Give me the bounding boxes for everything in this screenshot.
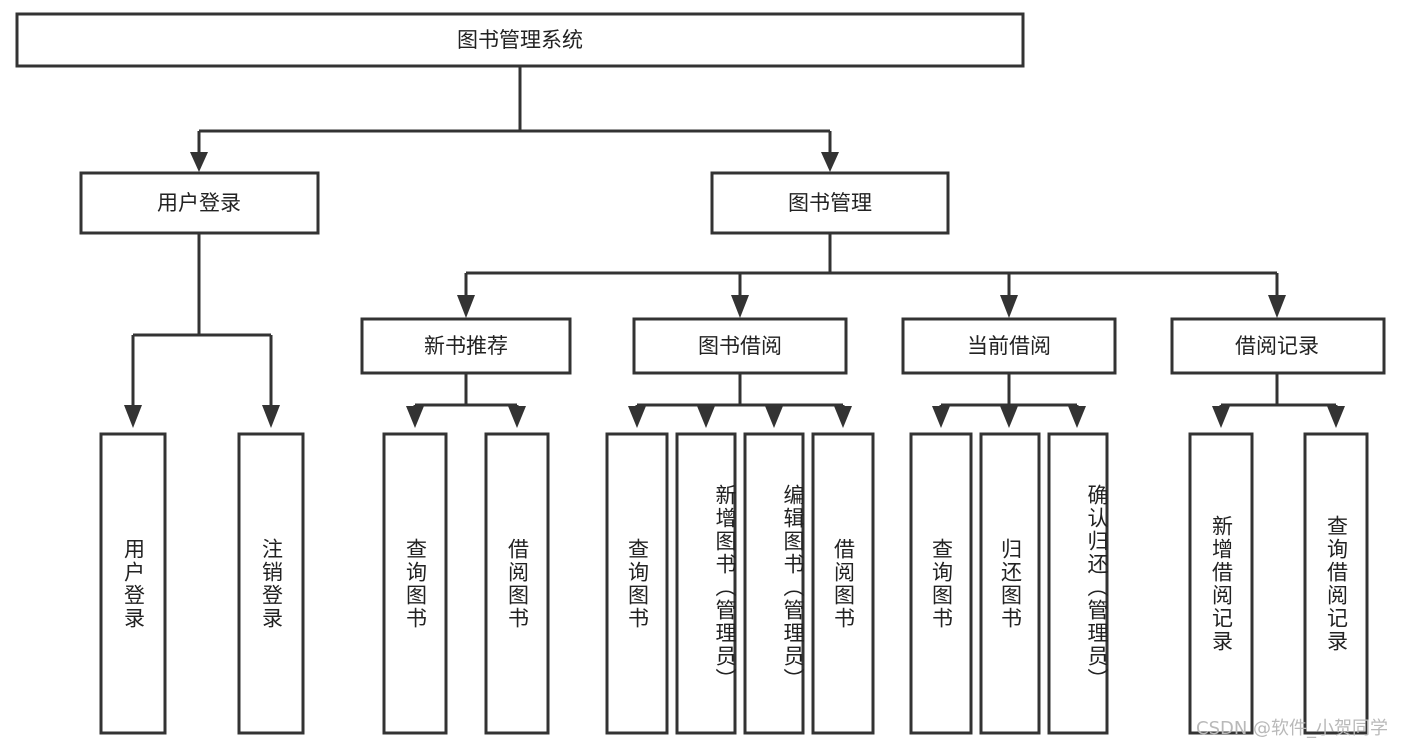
arrow-head-leaf-edit-book <box>765 406 783 428</box>
book-borrow-box-rect[interactable] <box>632 317 848 375</box>
leaf-box-return-book[interactable] <box>979 432 1041 735</box>
node-new-book-recommend[interactable]: 新书推荐 <box>360 317 572 375</box>
leaf-box-add-book[interactable] <box>675 432 737 735</box>
new-book-recommend-box-rect[interactable] <box>360 317 572 375</box>
arrow-head-current-borrow <box>1000 295 1018 318</box>
borrow-record-box-rect[interactable] <box>1170 317 1386 375</box>
book-manage-box-rect[interactable] <box>710 171 950 235</box>
arrow-head-book-manage <box>821 152 839 172</box>
root-box-rect[interactable] <box>15 12 1025 68</box>
leaf-box-query-book-2[interactable] <box>605 432 669 735</box>
user-login-box-label: 用户登录 <box>157 191 241 215</box>
arrow-head-leaf-borrow-book-1 <box>508 406 526 428</box>
node-book-manage[interactable]: 图书管理 <box>710 171 950 235</box>
arrow-head-new-book-recommend <box>457 295 475 318</box>
arrow-head-borrow-record <box>1268 295 1286 318</box>
leaf-box-logout-login[interactable] <box>237 432 305 735</box>
leaf-box-add-record[interactable] <box>1188 432 1254 735</box>
arrow-head-leaf-return-book <box>1000 406 1018 428</box>
leaf-box-query-record[interactable] <box>1303 432 1369 735</box>
leaf-box-query-book-3[interactable] <box>909 432 973 735</box>
arrow-head-leaf-query-book-2 <box>628 406 646 428</box>
arrow-head-leaf-logout-login <box>262 405 280 428</box>
book-manage-box-label: 图书管理 <box>788 191 872 215</box>
csdn-watermark: CSDN @软件_小贺同学 <box>1196 718 1389 739</box>
node-current-borrow[interactable]: 当前借阅 <box>901 317 1117 375</box>
root-box-label: 图书管理系统 <box>457 28 583 52</box>
leaf-box-borrow-book-2[interactable] <box>811 432 875 735</box>
leaf-box-confirm-return[interactable] <box>1047 432 1109 735</box>
leaf-box-query-book-1[interactable] <box>382 432 448 735</box>
arrow-head-leaf-query-record <box>1327 406 1345 428</box>
book-borrow-box-label: 图书借阅 <box>698 334 782 358</box>
node-root[interactable]: 图书管理系统 <box>15 12 1025 68</box>
arrow-head-leaf-confirm-return <box>1068 406 1086 428</box>
arrow-head-leaf-query-book-3 <box>932 406 950 428</box>
arrow-head-user-login <box>190 152 208 172</box>
current-borrow-box-rect[interactable] <box>901 317 1117 375</box>
leaf-box-user-login[interactable] <box>99 432 167 735</box>
borrow-record-box-label: 借阅记录 <box>1235 334 1319 358</box>
leaf-box-borrow-book-1[interactable] <box>484 432 550 735</box>
leaf-box-edit-book[interactable] <box>743 432 805 735</box>
arrow-head-leaf-borrow-book-2 <box>834 406 852 428</box>
node-book-borrow[interactable]: 图书借阅 <box>632 317 848 375</box>
arrow-head-leaf-add-book <box>697 406 715 428</box>
node-borrow-record[interactable]: 借阅记录 <box>1170 317 1386 375</box>
arrow-head-leaf-add-record <box>1212 406 1230 428</box>
current-borrow-box-label: 当前借阅 <box>967 334 1051 358</box>
arrow-head-leaf-query-book-1 <box>406 406 424 428</box>
arrow-head-leaf-user-login <box>124 405 142 428</box>
new-book-recommend-box-label: 新书推荐 <box>424 334 508 358</box>
arrow-head-book-borrow <box>731 295 749 318</box>
node-user-login[interactable]: 用户登录 <box>79 171 320 235</box>
